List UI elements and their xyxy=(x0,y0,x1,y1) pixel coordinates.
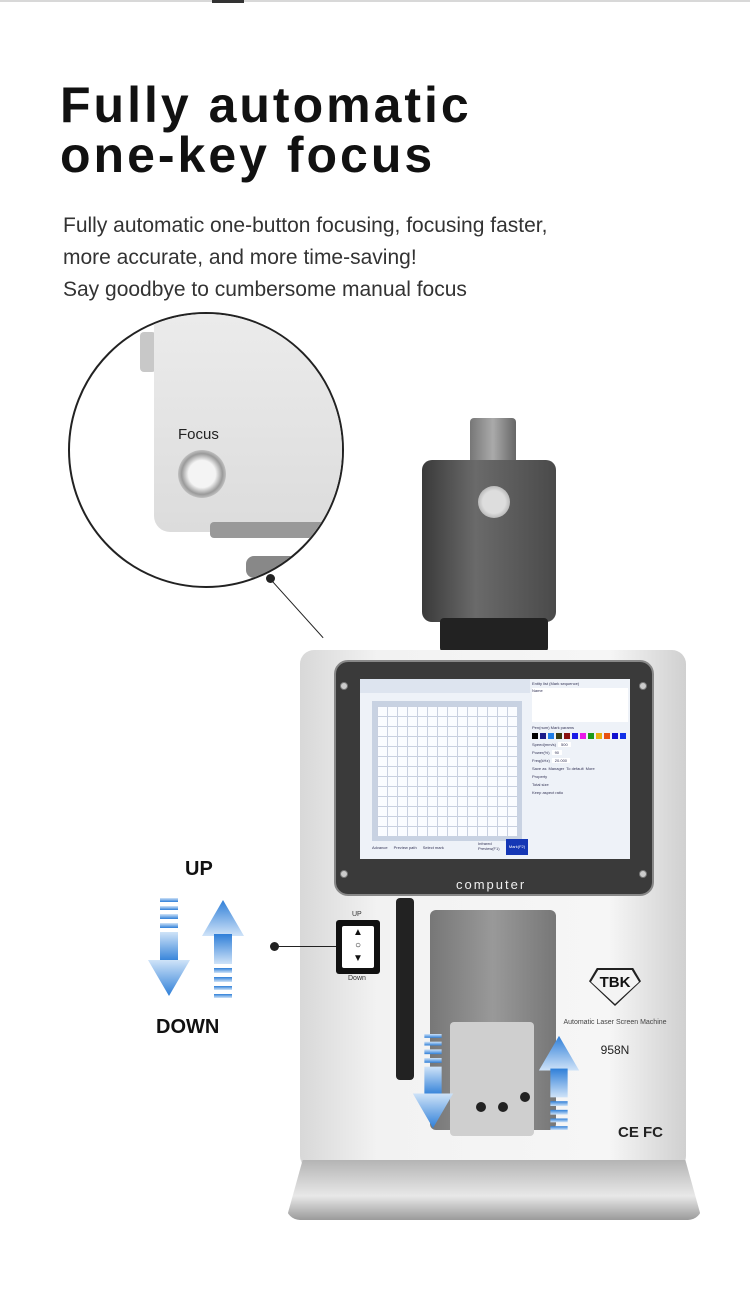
software-toolbar xyxy=(360,679,530,693)
screw xyxy=(639,870,647,878)
focus-label: Focus xyxy=(178,426,219,443)
pen-color-swatch xyxy=(604,733,610,739)
manager-button: Manager xyxy=(548,766,565,771)
field-row: Speed(mm/s)500 xyxy=(532,742,628,747)
field-label: Power(%) xyxy=(532,750,550,755)
focus-button xyxy=(178,450,226,498)
down-arrow-icon: ▼ xyxy=(353,953,363,964)
headline-line-2: one-key focus xyxy=(60,127,436,183)
software-right-panel: Entity list (Mark sequence) Name Pen(num… xyxy=(532,681,628,857)
subtitle-line: Say goodbye to cumbersome manual focus xyxy=(63,278,467,301)
pen-color-swatch xyxy=(532,733,538,739)
control-callout-dot xyxy=(270,942,279,951)
advance-button: Advance xyxy=(372,845,388,850)
subtitle: Fully automatic one-button focusing, foc… xyxy=(63,210,547,306)
pen-color-swatch xyxy=(620,733,626,739)
up-down-controller: ▲ ○ ▼ xyxy=(336,920,380,974)
machine-panel-closeup xyxy=(154,314,342,532)
phone-holder-jig xyxy=(450,1022,534,1136)
field-label: Speed(mm/s) xyxy=(532,742,557,747)
brand-logo: TBK xyxy=(580,968,650,1011)
hole xyxy=(498,1102,508,1112)
panel-edge xyxy=(140,332,156,372)
callout-leader-line xyxy=(269,578,324,639)
down-arrow-icon xyxy=(148,898,190,996)
pen-color-swatch xyxy=(540,733,546,739)
more-button: More xyxy=(585,766,595,771)
name-column: Name xyxy=(532,688,628,722)
keep-aspect-checkbox: Keep aspect ratio xyxy=(532,790,564,795)
param-buttons: Save as Manager To default More xyxy=(532,766,628,771)
to-default-button: To default xyxy=(566,766,584,771)
pen-color-swatch xyxy=(572,733,578,739)
subtitle-line: Fully automatic one-button focusing, foc… xyxy=(63,214,548,237)
controller-down-label: Down xyxy=(348,975,366,982)
bottom-options: Advance Preview path Select mark xyxy=(372,845,444,850)
certification-marks: CE FC xyxy=(618,1124,663,1141)
machine-base xyxy=(286,1160,702,1220)
up-label: UP xyxy=(185,858,213,880)
focus-button-on-head xyxy=(478,486,510,518)
shelf xyxy=(246,556,326,578)
pen-color-swatch xyxy=(612,733,618,739)
subtitle-line: more accurate, and more time-saving! xyxy=(63,246,417,269)
screw xyxy=(340,870,348,878)
up-arrow-icon xyxy=(202,900,244,998)
canvas-grid xyxy=(372,701,522,841)
total-size-label: Total size xyxy=(532,782,549,787)
pen-color-swatch xyxy=(596,733,602,739)
center-circle-icon: ○ xyxy=(354,940,362,951)
pen-color-swatch xyxy=(588,733,594,739)
down-label: DOWN xyxy=(156,1016,220,1038)
jig-down-arrow-icon xyxy=(412,1034,454,1129)
field-value: 500 xyxy=(558,742,571,747)
field-row: Power(%)90 xyxy=(532,750,628,755)
param-title: Pen(num) Mark params xyxy=(532,725,575,730)
select-mark-checkbox: Select mark xyxy=(422,845,444,850)
property-title: Property xyxy=(532,774,548,779)
up-arrow-icon: ▲ xyxy=(353,927,363,938)
hole xyxy=(520,1092,530,1102)
control-leader-line xyxy=(276,946,336,947)
hole xyxy=(476,1102,486,1112)
field-value: 20.000 xyxy=(551,758,571,763)
pen-color-swatch xyxy=(580,733,586,739)
controller-up-label: UP xyxy=(352,911,362,918)
bezel-label: computer xyxy=(456,877,527,892)
focus-callout-magnifier: Focus xyxy=(68,312,344,588)
field-label: Freq(kHz) xyxy=(532,758,550,763)
pen-color-swatch xyxy=(556,733,562,739)
preview-path-checkbox: Preview path xyxy=(393,845,417,850)
product-model: 958N xyxy=(600,1043,630,1057)
touch-screen: Entity list (Mark sequence) Name Pen(num… xyxy=(360,679,630,859)
mark-button: Mark(F2) xyxy=(506,839,528,855)
shelf xyxy=(210,522,342,538)
field-value: 90 xyxy=(551,750,563,755)
pen-color-swatch xyxy=(548,733,554,739)
laser-lens xyxy=(440,618,548,652)
save-as-button: Save as xyxy=(532,766,547,771)
pen-swatches xyxy=(532,733,628,739)
headline-line-1: Fully automatic xyxy=(60,77,472,133)
brand-text: TBK xyxy=(591,970,639,1004)
pen-color-swatch xyxy=(564,733,570,739)
laser-head xyxy=(422,460,556,622)
jig-up-arrow-icon xyxy=(538,1035,580,1130)
headline: Fully automatic one-key focus xyxy=(60,80,472,180)
laser-head-top xyxy=(470,418,516,466)
screw xyxy=(639,682,647,690)
lift-rail xyxy=(396,898,414,1080)
top-divider xyxy=(0,0,750,3)
product-name: Automatic Laser Screen Machine xyxy=(563,1019,667,1026)
screw xyxy=(340,682,348,690)
entity-list-title: Entity list (Mark sequence) xyxy=(532,681,580,686)
field-row: Freq(kHz)20.000 xyxy=(532,758,628,763)
infrared-preview-button: Infrared Preview(F1) xyxy=(478,841,500,851)
